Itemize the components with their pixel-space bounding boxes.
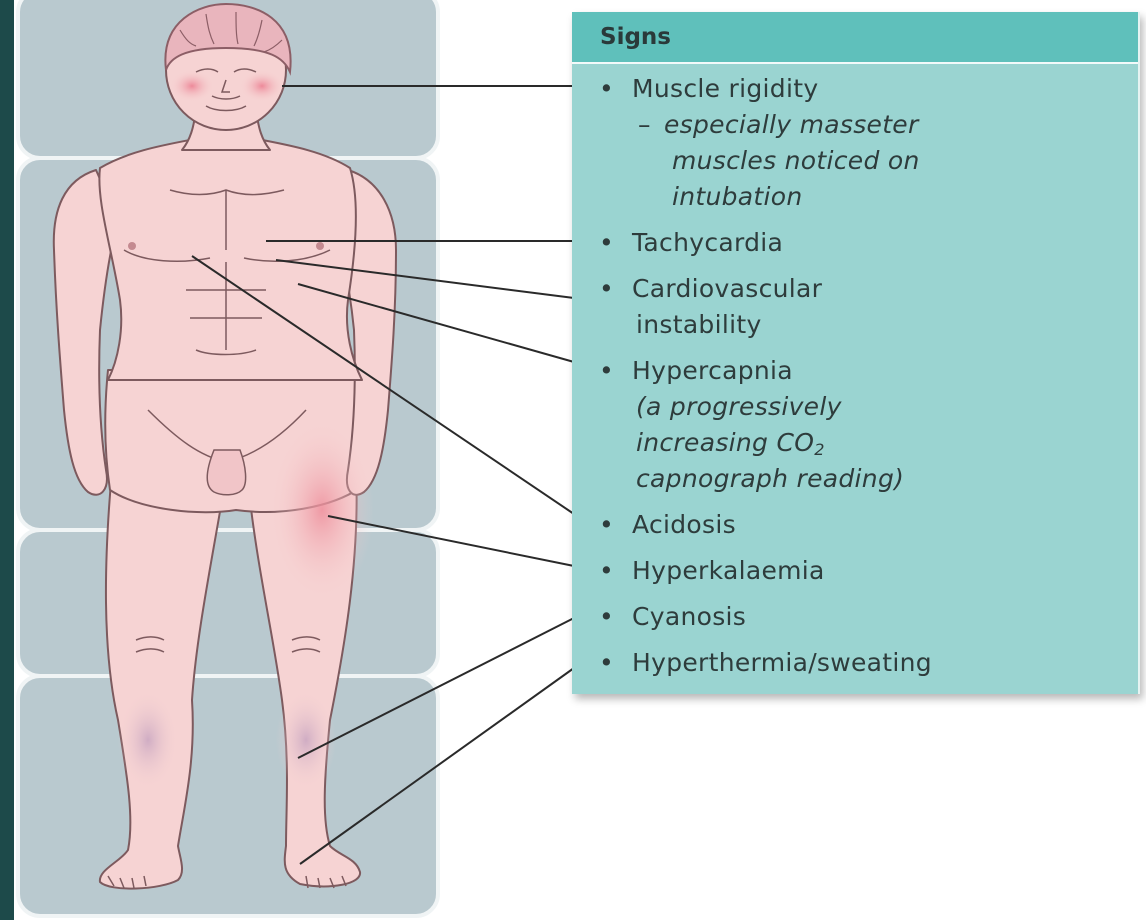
bullet-cyanosis: • <box>599 602 614 632</box>
cheek-flush-left <box>170 70 214 102</box>
bed-segment-feet <box>18 676 438 916</box>
sign-cardiovascular-cont: instability <box>636 310 762 340</box>
sign-hypercapnia-co-text: increasing CO <box>636 428 814 457</box>
sign-hyperkalaemia: Hyperkalaemia <box>632 556 825 586</box>
sign-cyanosis: Cyanosis <box>632 602 746 632</box>
sign-hypercapnia-cont-3: capnograph reading) <box>636 464 904 494</box>
sign-hypercapnia: Hypercapnia <box>632 356 793 386</box>
shin-discolouration-right <box>276 690 336 790</box>
sign-tachycardia: Tachycardia <box>632 228 783 258</box>
bullet-acidosis: • <box>599 510 614 540</box>
left-nipple <box>128 242 136 250</box>
sign-hypercapnia-cont-2: increasing CO2 <box>636 428 825 465</box>
shin-discolouration-left <box>118 690 178 790</box>
sign-acidosis: Acidosis <box>632 510 736 540</box>
bullet-hyperthermia: • <box>599 648 614 678</box>
sign-cardiovascular: Cardiovascular <box>632 274 822 304</box>
sign-hypercapnia-cont-1: (a progressively <box>636 392 842 422</box>
sign-muscle-rigidity-sub-2: muscles noticed on <box>672 146 920 176</box>
sign-hyperthermia: Hyperthermia/sweating <box>632 648 932 678</box>
signs-list: • Muscle rigidity – especially masseter … <box>572 64 1138 694</box>
signs-panel-title: Signs <box>572 12 1138 64</box>
sign-hypercapnia-subscript: 2 <box>814 440 824 459</box>
thigh-flush <box>270 420 374 600</box>
signs-panel: Signs • Muscle rigidity – especially mas… <box>572 12 1140 694</box>
bullet-tachycardia: • <box>599 228 614 258</box>
sign-muscle-rigidity-sub-3: intubation <box>672 182 803 212</box>
bullet-hyperkalaemia: • <box>599 556 614 586</box>
sub-dash-muscle-rigidity: – <box>638 110 651 140</box>
right-nipple <box>316 242 324 250</box>
sign-muscle-rigidity-sub-1: especially masseter <box>664 110 919 140</box>
bullet-hypercapnia: • <box>599 356 614 386</box>
bullet-muscle-rigidity: • <box>599 74 614 104</box>
bullet-cardiovascular: • <box>599 274 614 304</box>
sign-muscle-rigidity: Muscle rigidity <box>632 74 818 104</box>
cheek-flush-right <box>240 70 284 102</box>
bed-segment-knee <box>18 530 438 676</box>
